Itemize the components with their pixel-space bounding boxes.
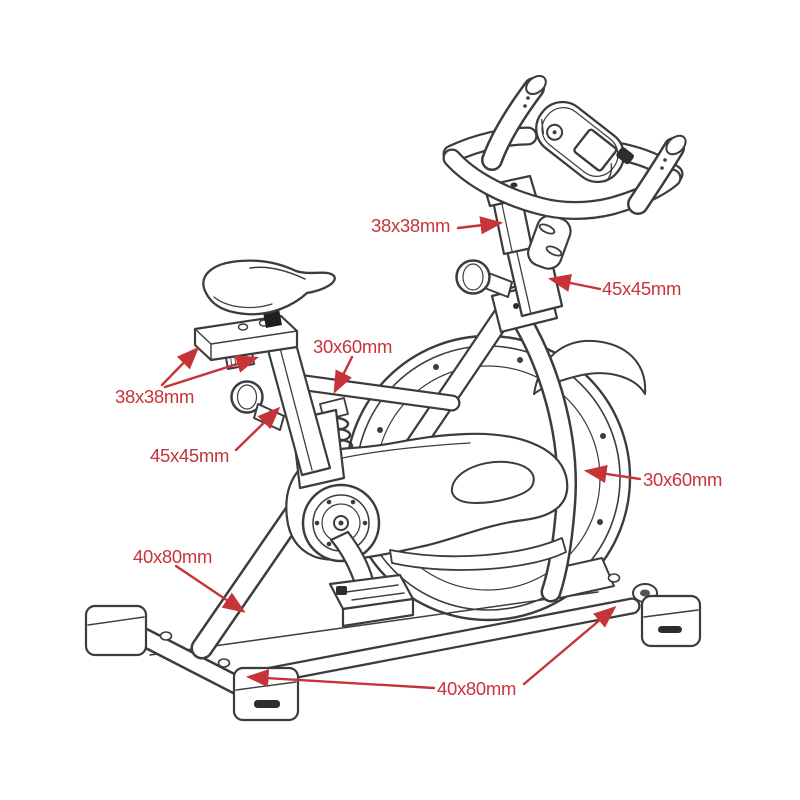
end-cap-slot (658, 626, 682, 633)
seat-assembly (193, 259, 346, 490)
dim-label-seat-post: 45x45mm (150, 445, 230, 466)
end-cap-slot (254, 700, 280, 708)
dim-label-stem-lower: 45x45mm (602, 278, 682, 299)
crank (301, 483, 381, 589)
arrow-seat-slider-left (160, 346, 200, 387)
dim-label-base-frame: 40x80mm (437, 678, 517, 699)
arrow-base-front (245, 669, 436, 690)
bolt (159, 631, 173, 641)
console (535, 100, 634, 184)
dim-label-top-tube: 30x60mm (313, 336, 393, 357)
dim-label-rear-upright: 30x60mm (643, 469, 723, 490)
arrow-stem-lower (547, 273, 602, 292)
arrow-base-rear (522, 605, 617, 686)
belt-guard-cutout (450, 460, 535, 504)
dim-label-stem-upper: 38x38mm (371, 215, 451, 236)
front-left-end-cap (84, 604, 148, 657)
stem-slot-bracket (527, 214, 572, 270)
stem-pop-pin-knob (455, 259, 491, 295)
flywheel-guard-fender (533, 340, 647, 395)
rear-end-cap (640, 594, 702, 648)
dim-label-front-diagonal: 40x80mm (133, 546, 213, 567)
pedal-clip (336, 586, 347, 595)
arrow-stem-upper (456, 216, 504, 235)
dim-label-seat-slider: 38x38mm (115, 386, 195, 407)
console-button (546, 123, 564, 141)
seat-slider-tube (193, 314, 299, 362)
front-right-end-cap (232, 666, 300, 722)
handlebar-assembly (442, 75, 687, 220)
saddle (202, 259, 336, 316)
horn-end-cap (525, 75, 547, 95)
arrow-seat-post (234, 406, 281, 452)
arrow-front-diagonal (174, 564, 246, 613)
bolt (607, 573, 621, 583)
arrow-top-tube (333, 355, 354, 394)
bolt (217, 658, 231, 668)
arrow-seat-slider-right (163, 355, 260, 389)
horn-end-cap (665, 134, 687, 156)
dimension-arrows (160, 216, 642, 690)
belt-guard-skirt (389, 537, 567, 571)
console-screen (573, 128, 618, 172)
pedal (328, 573, 415, 628)
stem-assembly (455, 174, 572, 334)
arrow-rear-upright (583, 464, 642, 483)
